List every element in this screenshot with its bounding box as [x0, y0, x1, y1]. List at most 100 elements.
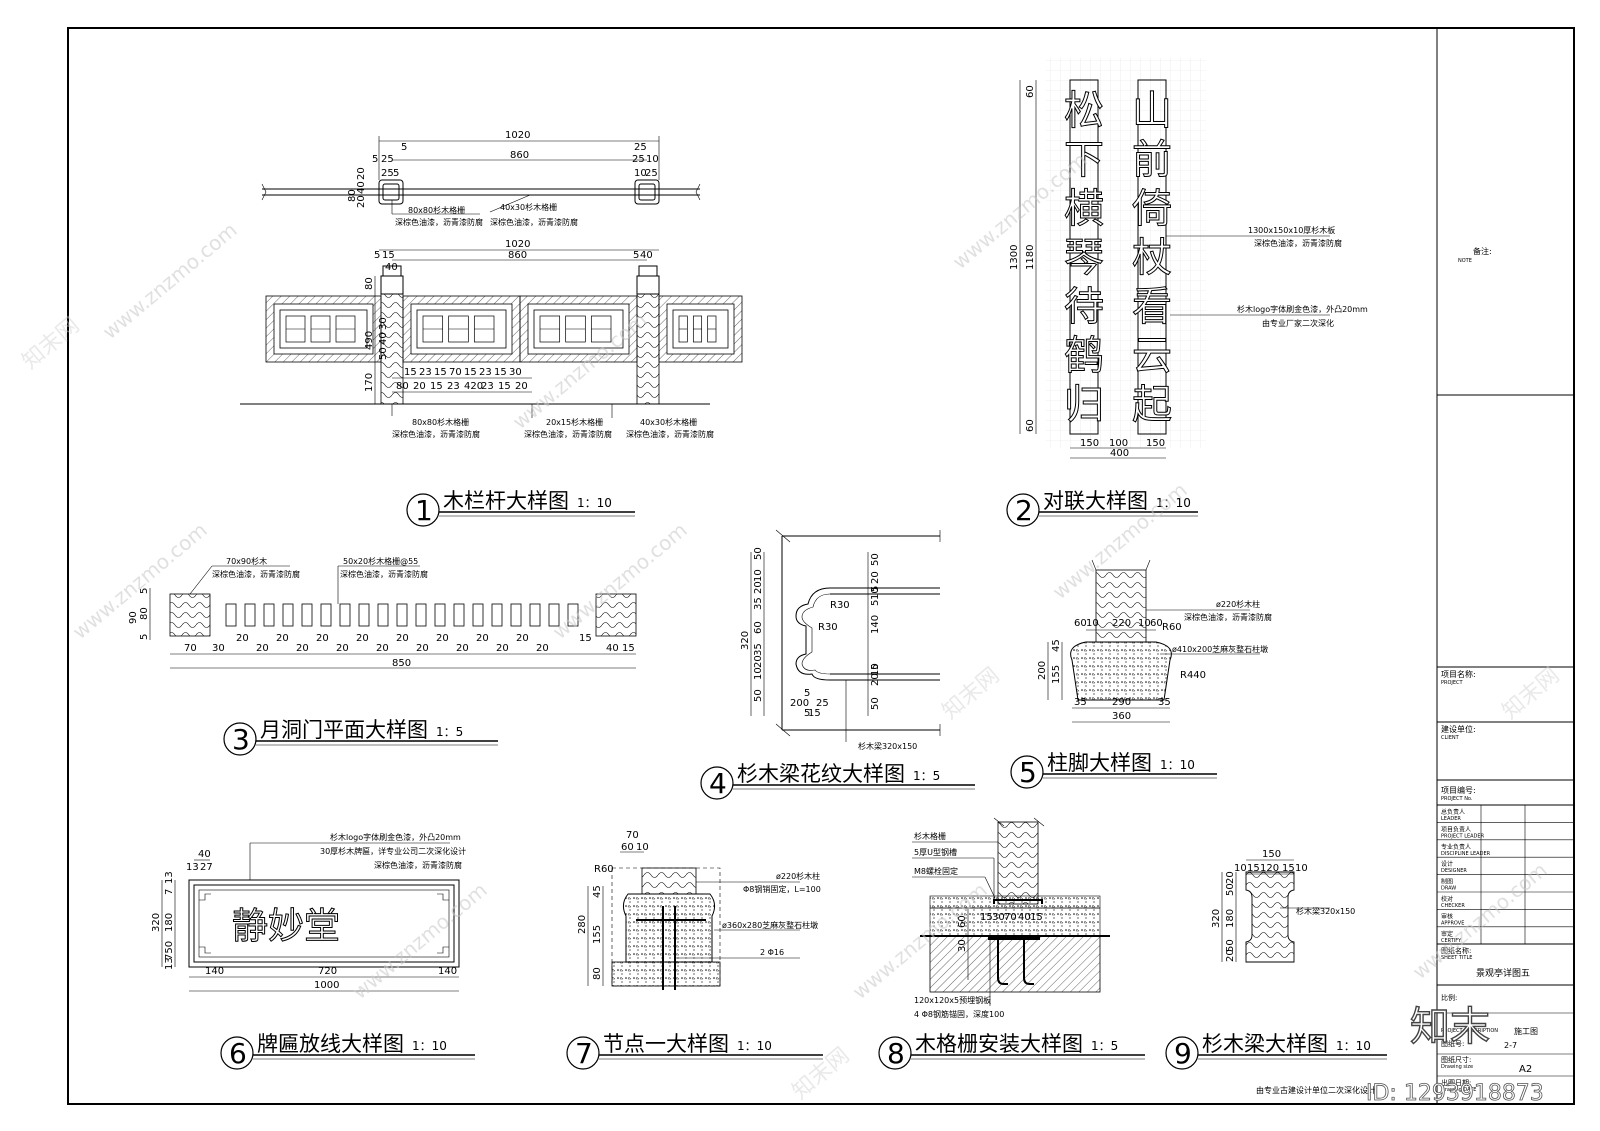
d1-note-2a: 40x30杉木格栅 [500, 202, 557, 212]
svg-text:170: 170 [364, 373, 375, 392]
d8-note-5: 4 Φ8钢筋锚固，深度100 [914, 1009, 1004, 1019]
tb-role-6: 审核 [1441, 912, 1453, 920]
tb-scale-label: 比例: [1441, 993, 1457, 1002]
d3-note-2a: 50x20杉木格栅@55 [343, 556, 418, 566]
tb-role-2: 专业负责人 [1441, 843, 1471, 851]
tb-date-label: 出图日期: [1441, 1078, 1471, 1087]
svg-text:15: 15 [808, 708, 821, 719]
d7-note-1a: ø220杉木柱 [776, 871, 820, 881]
svg-text:60: 60 [753, 621, 764, 634]
svg-text:80: 80 [364, 277, 375, 290]
svg-text:150: 150 [1080, 438, 1099, 449]
svg-text:23: 23 [481, 381, 494, 392]
svg-text:10: 10 [1138, 618, 1151, 629]
tb-project-en: PROJECT [1441, 680, 1464, 686]
svg-text:20: 20 [456, 643, 469, 654]
svg-text:30: 30 [992, 912, 1005, 923]
svg-text:155: 155 [592, 925, 603, 944]
svg-text:20: 20 [515, 381, 528, 392]
svg-text:10: 10 [634, 168, 647, 179]
svg-text:80: 80 [592, 967, 603, 980]
svg-text:20: 20 [496, 643, 509, 654]
svg-text:40: 40 [198, 849, 211, 860]
svg-text:25: 25 [634, 142, 647, 153]
detail-d4-number: 4 [709, 767, 727, 800]
svg-text:50: 50 [870, 553, 881, 566]
svg-text:5: 5 [374, 250, 380, 261]
svg-text:15: 15 [464, 367, 477, 378]
tb-projectno-en: PROJECT No. [1441, 796, 1473, 802]
svg-text:5: 5 [870, 586, 881, 592]
tb-sheetno-label: 图纸号: [1441, 1039, 1464, 1048]
detail-number-circle [566, 1036, 600, 1070]
svg-text:150: 150 [1262, 849, 1281, 860]
svg-text:30: 30 [378, 317, 389, 330]
couplet-left-char-1: 下 [1064, 137, 1104, 183]
svg-text:140: 140 [205, 966, 224, 977]
svg-text:15: 15 [1282, 863, 1295, 874]
svg-text:320: 320 [740, 631, 751, 650]
svg-text:5: 5 [804, 688, 810, 699]
svg-text:10: 10 [646, 154, 659, 165]
svg-text:400: 400 [1110, 448, 1129, 459]
svg-text:10: 10 [1295, 863, 1308, 874]
svg-text:20: 20 [336, 643, 349, 654]
tb-sheettitle-en: SHEET TITLE [1441, 955, 1472, 961]
tb-role-en-4: DRAW [1441, 886, 1456, 892]
svg-text:13: 13 [186, 862, 199, 873]
svg-text:5: 5 [633, 250, 639, 261]
moongate-slat [320, 603, 332, 627]
svg-text:220: 220 [1112, 618, 1131, 629]
svg-text:70: 70 [1004, 912, 1017, 923]
svg-text:20: 20 [436, 633, 449, 644]
svg-text:60: 60 [1150, 618, 1163, 629]
svg-text:200: 200 [1037, 661, 1048, 680]
svg-text:20: 20 [276, 633, 289, 644]
d1-note-1a: 80x80杉木格栅 [408, 205, 465, 215]
couplet-right-char-2: 倚 [1132, 186, 1172, 232]
couplet-right-char-1: 前 [1132, 137, 1172, 183]
moongate-slat [282, 603, 294, 627]
detail-d7-number: 7 [575, 1037, 593, 1070]
tb-role-5: 校对 [1441, 895, 1453, 903]
tb-sheet-title: 景观亭详图五 [1476, 967, 1530, 979]
svg-text:1020: 1020 [505, 239, 530, 250]
svg-text:10: 10 [636, 842, 649, 853]
svg-text:10: 10 [1086, 618, 1099, 629]
detail-number-circle [1006, 493, 1040, 527]
couplet-right-char-4: 看 [1132, 284, 1172, 330]
svg-text:25: 25 [645, 168, 658, 179]
tb-role-en-5: CHECKER [1441, 903, 1465, 909]
couplet-left-char-3: 琴 [1064, 235, 1104, 281]
tb-client-en: CLIENT [1441, 735, 1460, 741]
detail-d5-number: 5 [1019, 756, 1037, 789]
svg-text:25: 25 [632, 154, 645, 165]
d6-note-3: 深棕色油漆，沥青漆防腐 [374, 860, 462, 870]
svg-text:20: 20 [296, 643, 309, 654]
svg-text:45: 45 [1051, 639, 1062, 652]
detail-7-node: 70 60 10 R60 45 155 280 80 ø220杉木柱 Φ8钢销固… [577, 830, 821, 990]
moongate-slat [472, 603, 484, 627]
svg-text:80: 80 [347, 189, 358, 202]
svg-text:10: 10 [1234, 863, 1247, 874]
svg-text:15: 15 [382, 250, 395, 261]
tb-role-0: 总负责人 [1441, 808, 1465, 816]
svg-text:20: 20 [1225, 949, 1236, 962]
svg-text:15: 15 [404, 367, 417, 378]
svg-text:850: 850 [392, 658, 411, 669]
tb-role-en-1: PROJECT LEADER [1441, 833, 1485, 839]
d1-note-5b: 深棕色油漆，沥青漆防腐 [626, 429, 714, 439]
d1-note-3b: 深棕色油漆，沥青漆防腐 [392, 429, 480, 439]
tb-role-en-3: DESIGNER [1441, 868, 1467, 874]
svg-text:23: 23 [419, 367, 432, 378]
tb-size-en: Drawing size [1441, 1064, 1473, 1070]
svg-text:5: 5 [393, 168, 399, 179]
svg-text:15: 15 [494, 367, 507, 378]
svg-text:27: 27 [200, 862, 213, 873]
tb-role-en-0: LEADER [1441, 816, 1461, 822]
tb-size-label: 图纸尺寸: [1441, 1055, 1471, 1064]
moongate-slat [377, 603, 389, 627]
moongate-slat [244, 603, 256, 627]
